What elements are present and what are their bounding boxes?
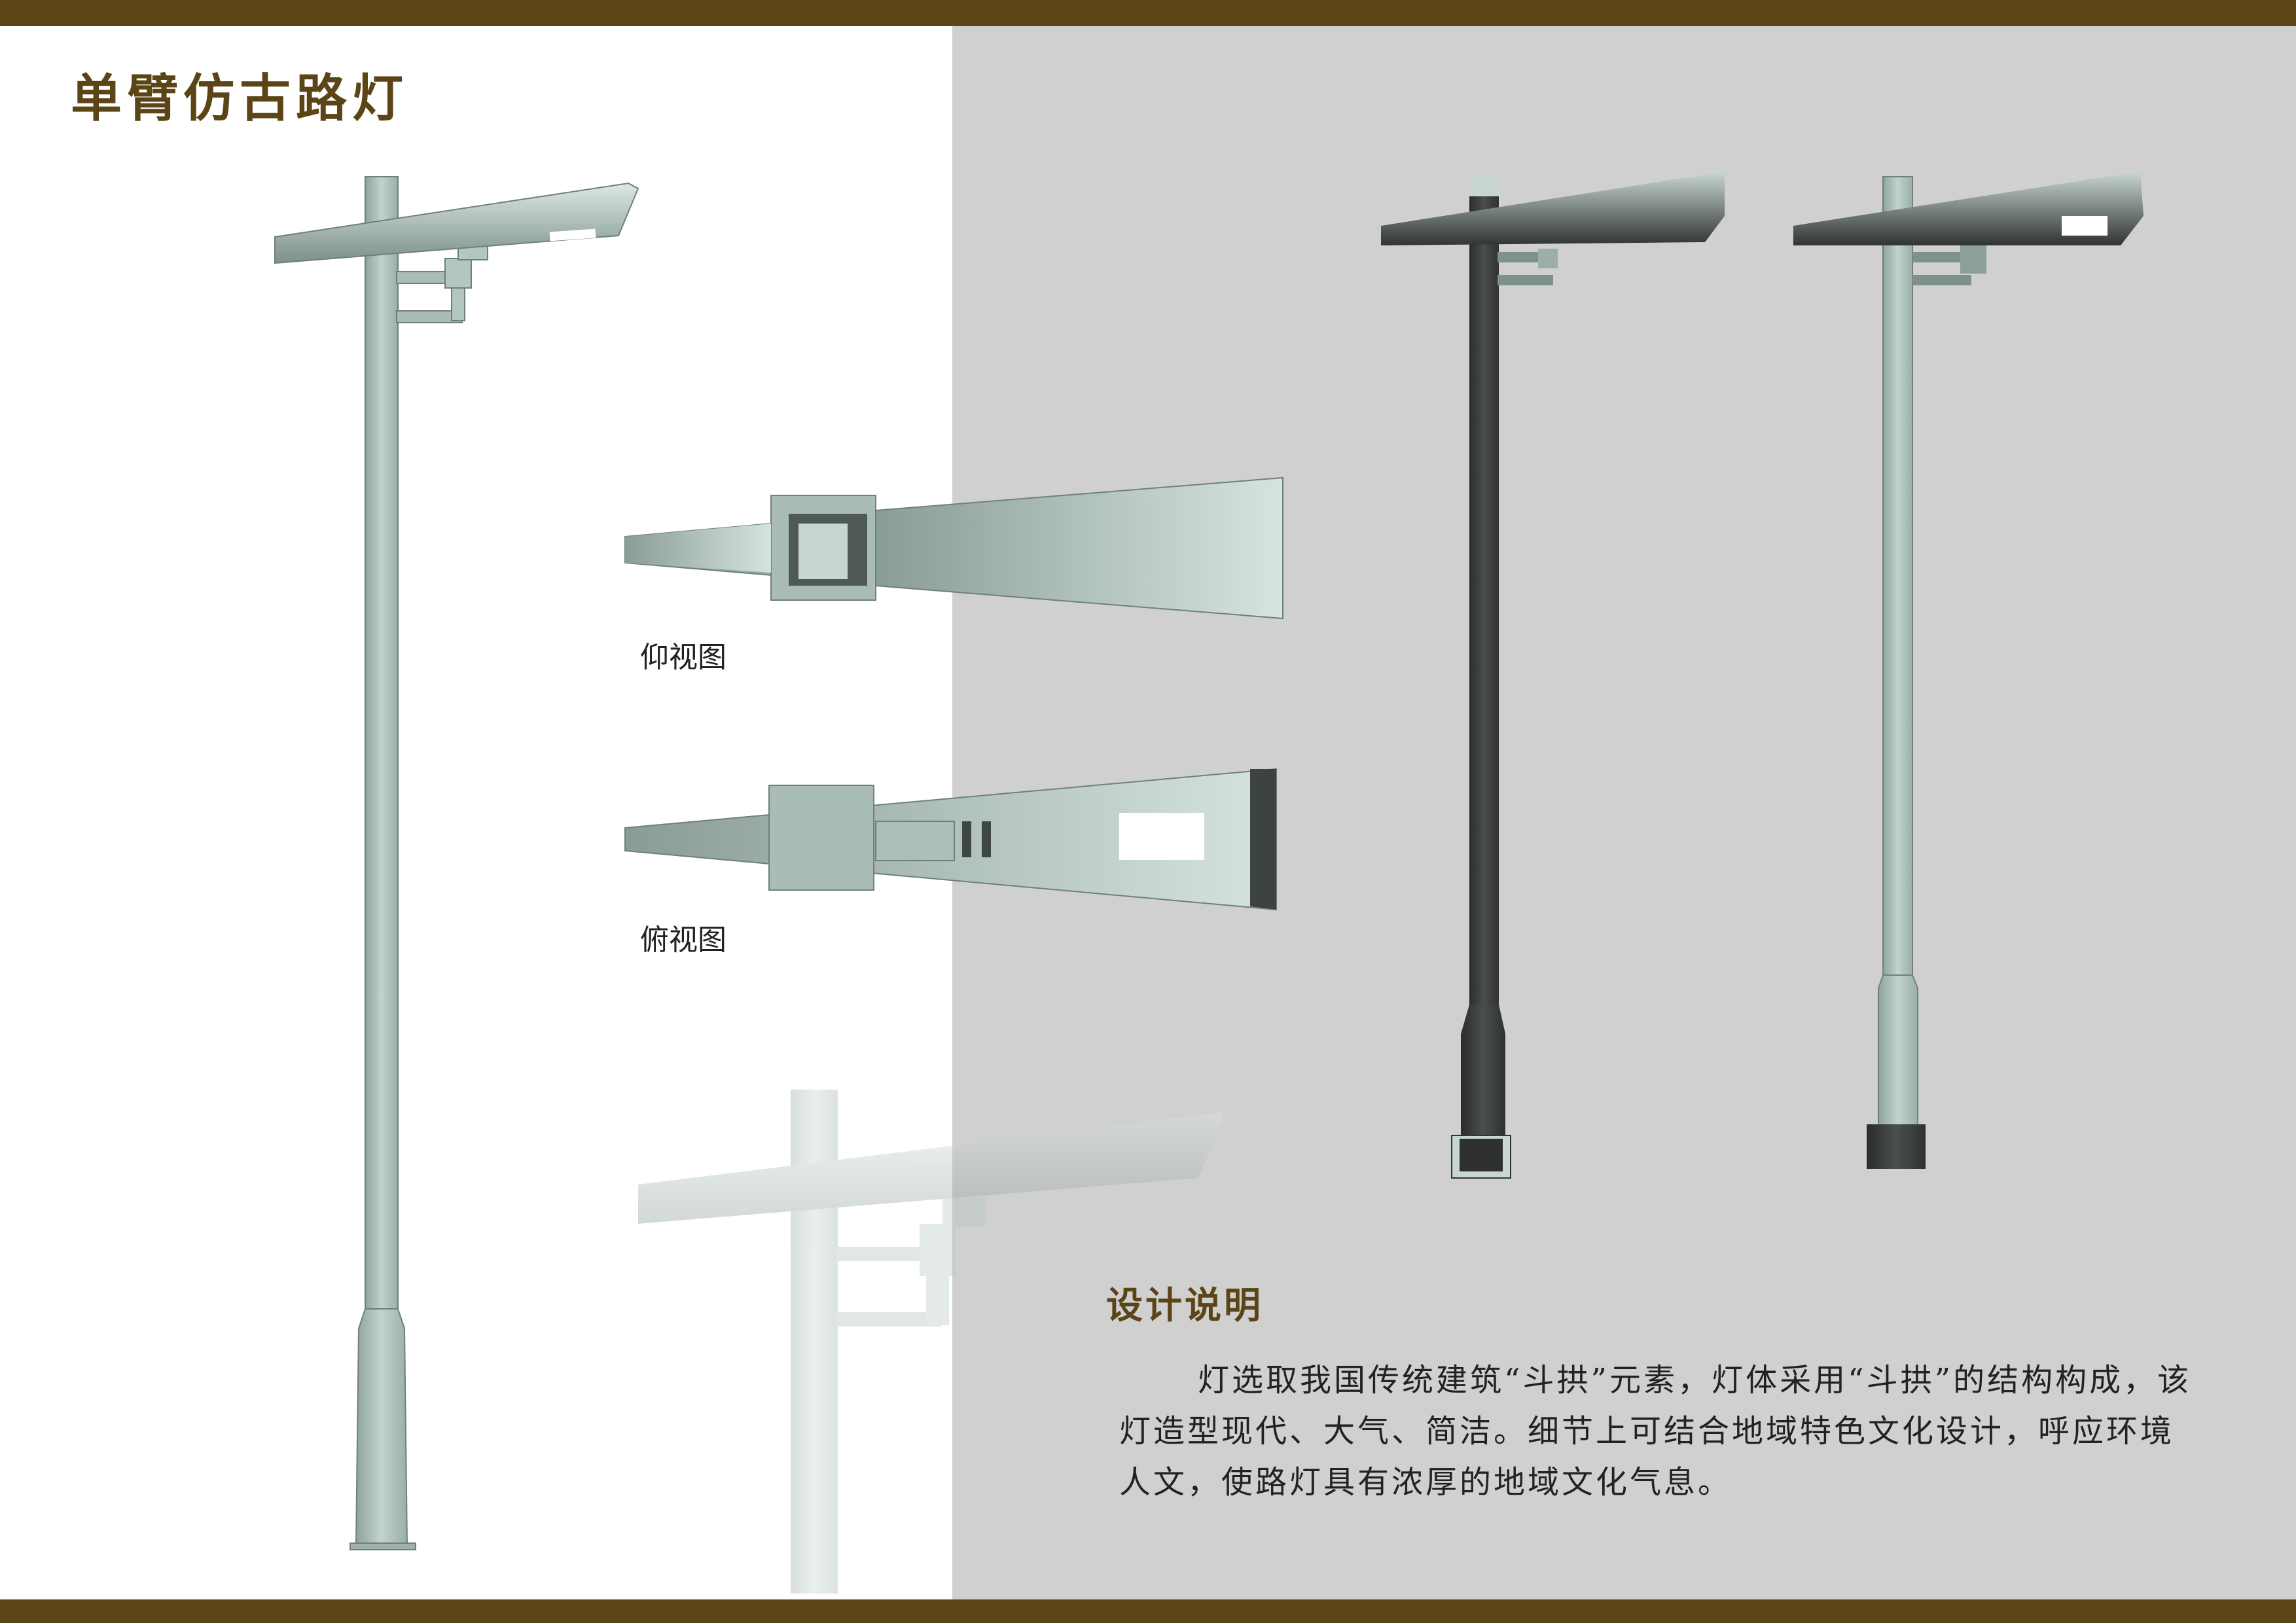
- page-title: 单臂仿古路灯: [71, 69, 409, 128]
- dark-lamp: [1381, 171, 1725, 1179]
- bottom-view-label: 仰视图: [640, 641, 726, 674]
- design-notes-heading: 设计说明: [1106, 1284, 1263, 1327]
- bottom-view-drawing: [624, 476, 1283, 620]
- design-notes-body: 灯选取我国传统建筑“斗拱”元素，灯体采用“斗拱”的结构构成，该灯造型现代、大气、…: [1119, 1362, 2192, 1501]
- bottom-border-bar: [0, 1599, 2296, 1623]
- faded-lamp: [638, 1090, 1224, 1594]
- light-lamp: [1793, 171, 2144, 1169]
- main-lamp: [274, 176, 639, 1550]
- top-border-bar: [0, 0, 2296, 26]
- top-view-drawing: [624, 768, 1277, 911]
- top-view-label: 俯视图: [640, 923, 726, 957]
